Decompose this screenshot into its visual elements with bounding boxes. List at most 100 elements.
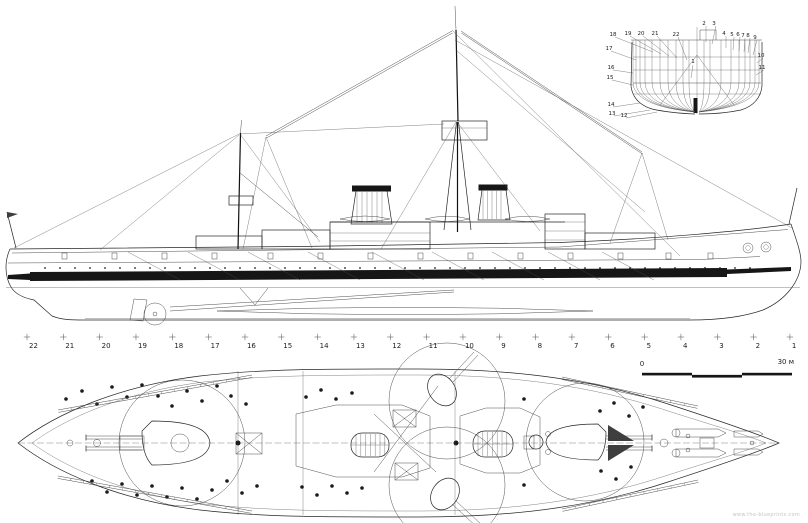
deck-fitting-dot [80, 389, 84, 393]
fore-barbette-circle [525, 382, 645, 502]
deck-fitting-dot [200, 399, 204, 403]
station-cross [241, 333, 249, 341]
deck-fitting-dot [345, 491, 349, 495]
section-curve [698, 40, 722, 113]
deck-fitting-dot [225, 479, 229, 483]
deck-fitting-dot [629, 465, 633, 469]
deck-fitting-dot [614, 477, 618, 481]
porthole [404, 267, 406, 269]
station-number: 6 [610, 342, 615, 350]
hull-deck-line [9, 223, 792, 250]
deck-fitting-dot [641, 405, 645, 409]
deck-fitting-dot [599, 469, 603, 473]
deck-fitting-dot [300, 485, 304, 489]
station-cross [605, 333, 612, 341]
boat-boom [57, 374, 253, 411]
anchor [760, 241, 772, 253]
body-plan-station-label: 3 [712, 21, 716, 27]
section-curve [698, 40, 756, 113]
station-cross [23, 333, 31, 341]
porthole [494, 267, 496, 269]
porthole [434, 267, 436, 269]
section-curve [639, 40, 696, 113]
rigging-line [380, 121, 457, 250]
station-number: 13 [356, 342, 365, 350]
deck-fitting-dot [240, 491, 244, 495]
porthole [464, 267, 466, 269]
section-curve [644, 40, 696, 113]
net-boom [127, 251, 181, 281]
porthole [269, 267, 271, 269]
porthole [674, 267, 676, 269]
deck-fitting-dot [64, 397, 68, 401]
boat-boom [57, 475, 253, 512]
porthole [629, 267, 631, 269]
station-number: 5 [647, 342, 651, 350]
porthole [164, 267, 166, 269]
stern-flagstaff [6, 211, 17, 249]
deck-fitting-dot [110, 385, 114, 389]
deck-fitting-dot [315, 493, 319, 497]
section-curve [698, 40, 732, 113]
rigging-line [265, 136, 313, 249]
aft-mast [237, 132, 242, 250]
body-plan-station-label: 6 [736, 32, 740, 38]
capstan [659, 438, 669, 448]
aft-turret-guns [85, 434, 142, 452]
body-plan-station-label: 22 [673, 32, 680, 38]
net-boom [431, 251, 485, 281]
deck-fitting-dot [170, 404, 174, 408]
casemate [161, 252, 168, 260]
porthole [254, 267, 256, 269]
deck-fitting-dot [319, 388, 323, 392]
casemate [61, 252, 68, 260]
forward-bridge [544, 213, 586, 250]
deck-fitting-dot [522, 483, 526, 487]
porthole [524, 267, 526, 269]
station-number: 16 [247, 342, 256, 350]
station-number: 15 [283, 342, 292, 350]
porthole [299, 267, 301, 269]
rigging-line [13, 133, 240, 249]
porthole [59, 267, 61, 269]
porthole [194, 267, 196, 269]
porthole [539, 267, 541, 269]
porthole [119, 267, 121, 269]
deck-fitting-dot [598, 409, 602, 413]
deck-fitting-dot [360, 486, 364, 490]
station-number: 14 [320, 342, 329, 350]
station-cross [786, 333, 794, 341]
rigging-line [99, 134, 240, 251]
casemate [467, 252, 474, 260]
body-plan-station-label: 16 [608, 65, 615, 71]
stern-profile [5, 248, 86, 321]
section-curve [698, 40, 751, 113]
rigging-line [609, 152, 643, 244]
casemate [417, 252, 424, 260]
net-boom [371, 251, 425, 281]
section-curve [698, 40, 746, 113]
deck-fitting-dot [255, 484, 259, 488]
station-number: 18 [174, 342, 183, 350]
deck-fitting-dot [612, 401, 616, 405]
section-curve [675, 40, 696, 113]
porthole [329, 267, 331, 269]
station-number: 10 [465, 342, 474, 350]
body-plan-station-label: 11 [759, 65, 766, 71]
armor-belt [30, 268, 727, 281]
scale-bar: 0 30 м [640, 358, 794, 378]
porthole [419, 267, 421, 269]
main-mast-plan [453, 440, 459, 446]
funnel-2-casing [459, 407, 541, 474]
porthole [89, 267, 91, 269]
station-number: 9 [501, 342, 505, 350]
deck-fitting-dot [120, 482, 124, 486]
station-number: 12 [392, 342, 401, 350]
station-cross [568, 333, 576, 341]
aft-mast-top [228, 195, 254, 206]
section-curve [698, 40, 711, 113]
rigging-line [238, 123, 445, 135]
casemate [111, 252, 118, 260]
deck-fitting-dot [334, 397, 338, 401]
